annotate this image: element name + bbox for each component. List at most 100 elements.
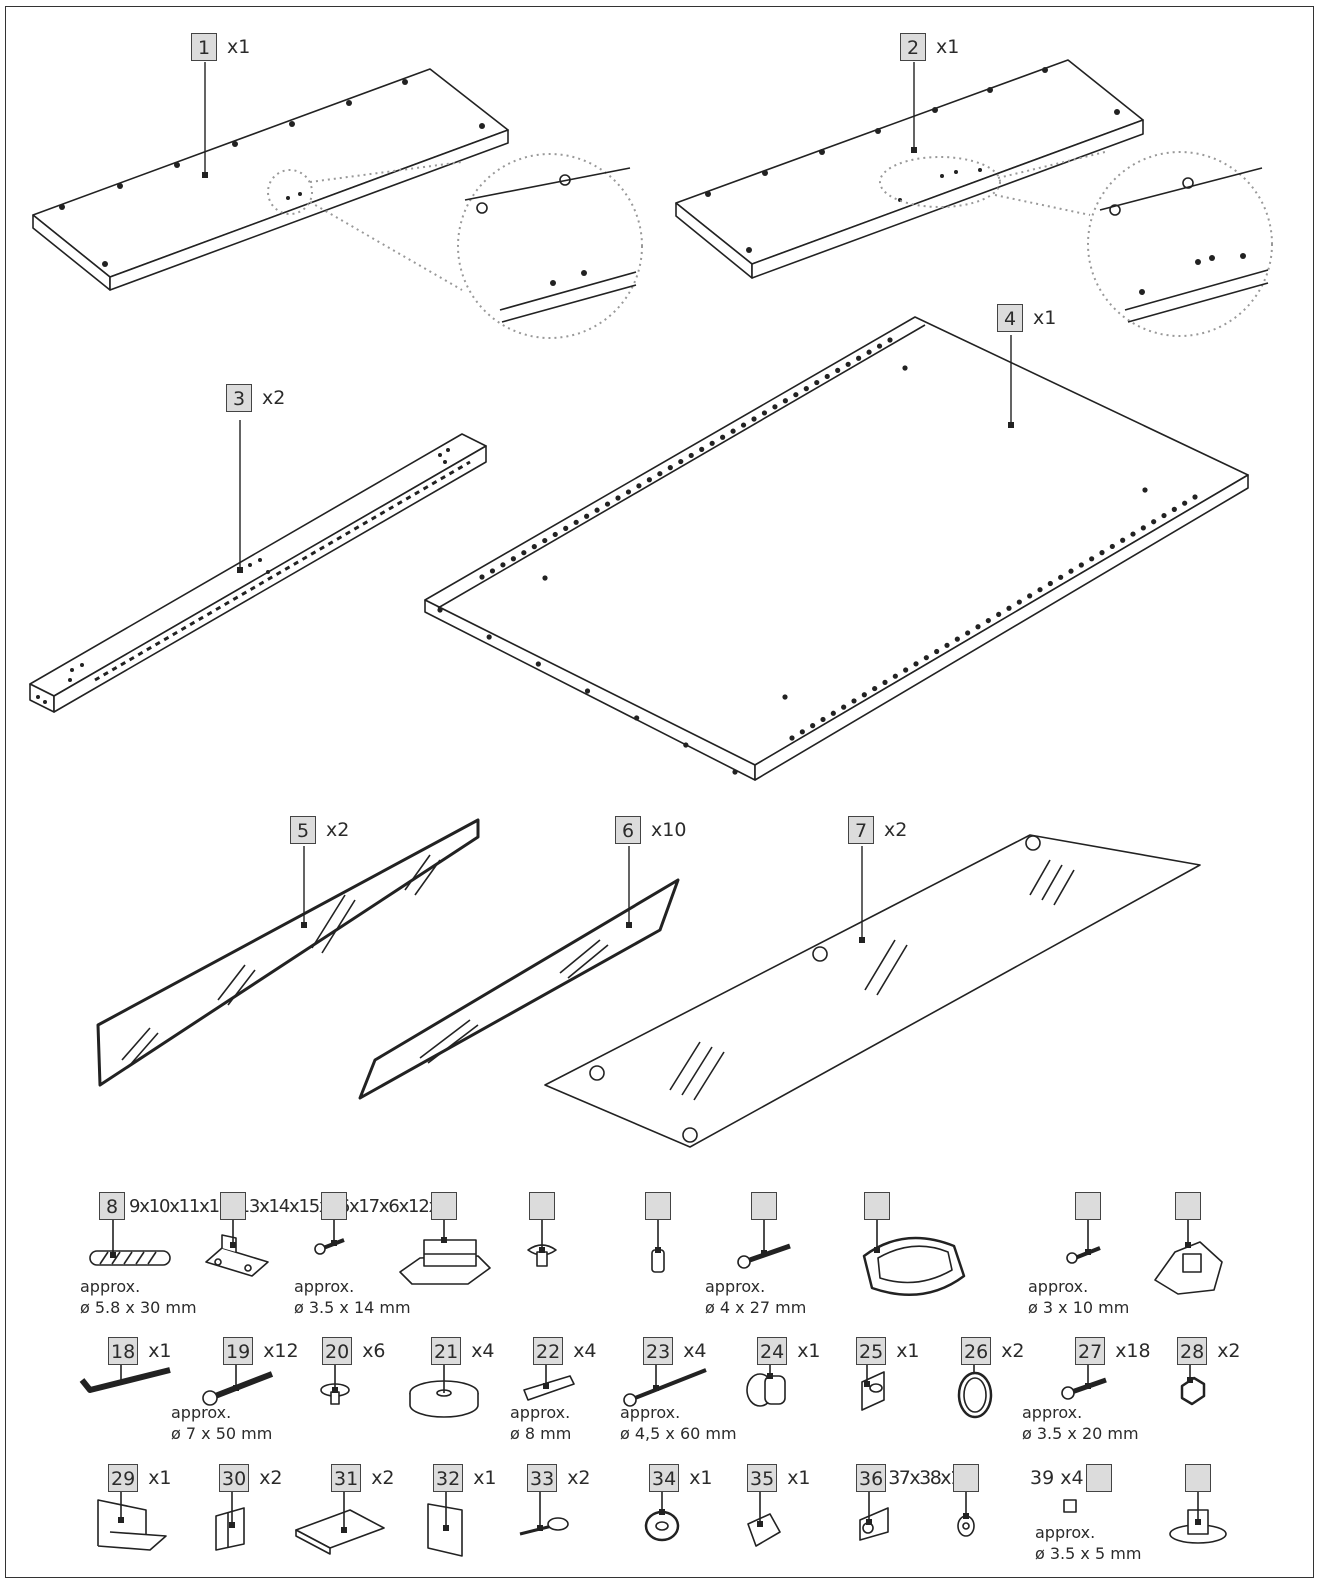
part-quantity: x2	[884, 819, 908, 841]
part-quantity: x1	[473, 1467, 497, 1489]
panel-hole	[573, 519, 579, 525]
panel-hole	[856, 355, 862, 361]
panel-hole	[657, 471, 663, 477]
panel-hole	[913, 661, 919, 667]
part-number-box: 8	[99, 1192, 125, 1220]
panel-hole	[934, 648, 940, 655]
part-number-box	[864, 1192, 890, 1220]
panel-hole	[479, 574, 485, 580]
panel-hole	[892, 673, 898, 679]
panel-hole	[861, 692, 867, 698]
panel-hole	[1099, 550, 1105, 556]
part-quantity: x4	[471, 1340, 495, 1362]
panel-hole	[751, 416, 757, 422]
part-label-box	[321, 1191, 347, 1221]
dimension-note: approx.ø 3.5 x 20 mm	[1022, 1403, 1139, 1443]
panel-hole	[1120, 537, 1126, 543]
panel-hole	[1068, 568, 1074, 574]
part-number-box: 25	[856, 1337, 887, 1365]
panel-hole	[810, 723, 816, 729]
part-quantity: x18	[1115, 1340, 1151, 1362]
part-number-box: 21	[431, 1337, 462, 1365]
part-label-box	[1185, 1463, 1211, 1493]
panel-hole	[820, 716, 826, 723]
panel-hole	[876, 343, 883, 349]
panel-hole	[699, 446, 705, 452]
part-3-strip	[29, 433, 487, 713]
part-label-box	[864, 1191, 890, 1221]
part-2-board	[675, 59, 1144, 279]
panel-hole	[563, 525, 569, 531]
panel-hole	[604, 501, 611, 507]
panel-hole	[1130, 531, 1136, 537]
panel-hole	[824, 373, 830, 380]
panel-hole	[636, 483, 642, 489]
part-quantity: x4	[573, 1340, 597, 1362]
panel-hole	[1142, 487, 1148, 493]
parts-sheet	[5, 6, 1314, 1578]
part-label-box	[431, 1191, 457, 1221]
panel-hole	[923, 655, 929, 661]
part-quantity: x2	[326, 819, 350, 841]
panel-hole	[1037, 587, 1043, 593]
panel-hole	[830, 710, 836, 716]
part-label-21: 21 x4	[431, 1336, 495, 1366]
part-quantity: 37x38x1	[888, 1467, 962, 1489]
part-quantity: x1	[148, 1340, 172, 1362]
panel-hole	[625, 489, 632, 495]
panel-hole	[634, 715, 640, 721]
part-quantity: x1	[936, 36, 960, 58]
part-quantity: x1	[689, 1467, 713, 1489]
part-7-glass	[544, 834, 1201, 1148]
part-number-box	[1185, 1464, 1211, 1492]
panel-hole	[1027, 593, 1033, 599]
panel-hole	[535, 661, 541, 667]
panel-hole	[489, 568, 496, 574]
panel-hole	[720, 434, 726, 440]
part-number-box: 3	[226, 384, 252, 412]
panel-hole	[683, 742, 689, 748]
panel-hole	[667, 465, 673, 471]
panel-hole	[814, 379, 820, 386]
part-number-box	[220, 1192, 246, 1220]
panel-hole	[584, 688, 591, 694]
hardware-row-3	[97, 1488, 1227, 1557]
panel-hole	[1140, 525, 1146, 531]
panel-hole	[1182, 500, 1188, 506]
part-quantity: x10	[651, 819, 687, 841]
panel-hole	[531, 544, 537, 550]
part-4-panel	[424, 316, 1249, 781]
panel-hole	[965, 630, 971, 636]
part-label-box	[220, 1191, 246, 1221]
panel-hole	[887, 337, 893, 343]
part-label-39: 39 x4	[1030, 1463, 1112, 1493]
part-quantity: x12	[263, 1340, 299, 1362]
part-label-box	[1075, 1191, 1101, 1221]
part-quantity: 9x10x11x12x13x14x15x16x17x6x12x6	[129, 1195, 449, 1217]
part-quantity: x6	[362, 1340, 386, 1362]
part-quantity: x2	[1001, 1340, 1025, 1362]
part-number-box: 1	[191, 33, 217, 61]
panel-hole	[521, 550, 527, 556]
part-number-box: 6	[615, 816, 641, 844]
panel-hole	[845, 361, 851, 367]
part-quantity: x1	[148, 1467, 172, 1489]
panel-hole	[789, 735, 795, 741]
part-number-box	[751, 1192, 777, 1220]
dimension-note: approx.ø 4 x 27 mm	[705, 1277, 807, 1317]
panel-hole	[772, 404, 778, 410]
panel-hole	[1151, 519, 1157, 525]
panel-hole	[740, 422, 747, 428]
